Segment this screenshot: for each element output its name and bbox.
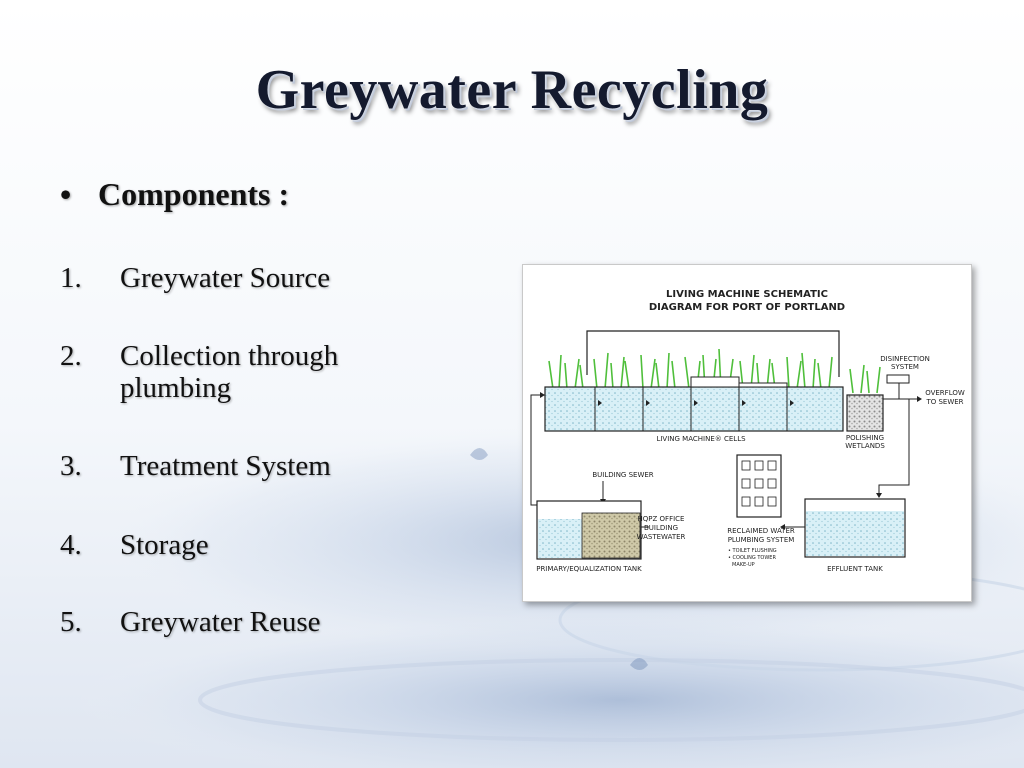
living-machine-cells	[544, 386, 844, 432]
list-item-number: 2.	[60, 340, 82, 372]
list-item-text: Greywater Source	[120, 262, 331, 294]
cells-label: LIVING MACHINE® CELLS	[656, 435, 746, 443]
primary-tank-label: PRIMARY/EQUALIZATION TANK	[536, 565, 642, 573]
components-heading: • Components :	[60, 176, 480, 213]
building-sewer-label: BUILDING SEWER	[592, 471, 653, 479]
list-item-number: 1.	[60, 262, 82, 294]
hqpz-label-line3: WASTEWATER	[637, 533, 686, 541]
reclaimed-label-line1: RECLAIMED WATER	[727, 527, 795, 535]
list-item-number: 4.	[60, 529, 82, 561]
recirculation-pipe	[586, 330, 840, 377]
hqpz-label-line2: BUILDING	[644, 524, 678, 532]
slide-title: Greywater Recycling	[255, 59, 769, 121]
building-windows	[741, 460, 777, 507]
diagram-title-line2: DIAGRAM FOR PORT OF PORTLAND	[649, 302, 845, 313]
list-item-text: Greywater Reuse	[120, 606, 321, 638]
components-label: Components :	[98, 176, 290, 212]
living-machine-schematic: LIVING MACHINE SCHEMATIC DIAGRAM FOR POR…	[522, 264, 972, 602]
disinfection-label-line2: SYSTEM	[891, 363, 919, 371]
bullet-icon: •	[60, 176, 72, 212]
polishing-label-line1: POLISHING	[846, 434, 884, 442]
list-item-text: Treatment System	[120, 450, 331, 482]
overflow-label-line1: OVERFLOW	[925, 389, 965, 397]
reuse-line2: • COOLING TOWER	[728, 555, 776, 561]
flow-arrows	[598, 400, 794, 406]
tank-gravel	[581, 512, 641, 559]
schematic-diagram: LIVING MACHINE SCHEMATIC DIAGRAM FOR POR…	[530, 289, 965, 573]
reuse-line3: MAKE-UP	[732, 562, 755, 568]
polishing-label-line2: WETLANDS	[845, 442, 885, 450]
hqpz-label-line1: HQPZ OFFICE	[638, 515, 685, 523]
effluent-tank-label: EFFLUENT TANK	[827, 565, 883, 573]
plant-cluster	[548, 348, 881, 394]
polishing-wetlands	[846, 394, 884, 432]
reclaimed-label-line2: PLUMBING SYSTEM	[728, 536, 795, 544]
diagram-title-line1: LIVING MACHINE SCHEMATIC	[666, 289, 828, 300]
list-item-text: Collection through plumbing	[120, 340, 339, 404]
effluent-water	[806, 511, 904, 556]
reuse-line1: • TOILET FLUSHING	[728, 548, 777, 554]
list-item-number: 3.	[60, 450, 82, 482]
disinfection-unit	[886, 374, 910, 384]
disinfection-label-line1: DISINFECTION	[880, 355, 930, 363]
overflow-label-line2: TO SEWER	[925, 398, 963, 406]
list-item-number: 5.	[60, 606, 82, 638]
list-item-text: Storage	[120, 529, 209, 561]
tank-water	[538, 519, 582, 558]
